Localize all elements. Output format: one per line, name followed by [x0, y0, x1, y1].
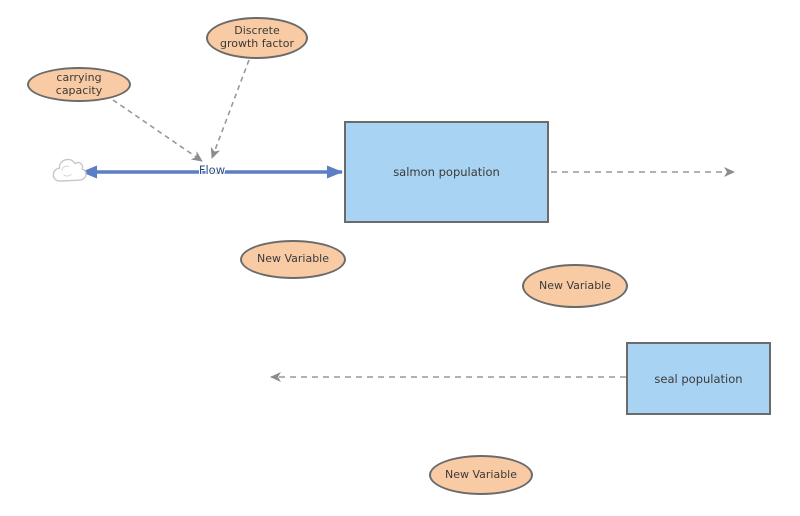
- variable-label: New Variable: [444, 467, 518, 481]
- stock-salmon-population[interactable]: salmon population: [344, 121, 549, 223]
- variable-label: New Variable: [256, 252, 330, 266]
- variable-new-variable-3[interactable]: New Variable: [429, 455, 533, 495]
- flow-label[interactable]: Flow: [198, 163, 226, 177]
- stock-label: salmon population: [393, 165, 500, 179]
- variable-label: New Variable: [538, 278, 612, 292]
- cloud-icon[interactable]: [52, 158, 87, 182]
- variable-carrying-capacity[interactable]: carrying capacity: [27, 67, 131, 102]
- variable-label: Discrete growth factor: [220, 24, 294, 50]
- variable-discrete-growth-factor[interactable]: Discrete growth factor: [206, 17, 308, 59]
- variable-label: carrying capacity: [55, 70, 103, 97]
- link-discrete-growth-to-flow[interactable]: [210, 59, 250, 159]
- stock-label: seal population: [654, 371, 743, 386]
- link-carrying-capacity-to-flow[interactable]: [112, 99, 203, 162]
- variable-new-variable-2[interactable]: New Variable: [522, 264, 628, 308]
- variable-new-variable-1[interactable]: New Variable: [240, 240, 346, 279]
- stock-seal-population[interactable]: seal population: [626, 342, 771, 415]
